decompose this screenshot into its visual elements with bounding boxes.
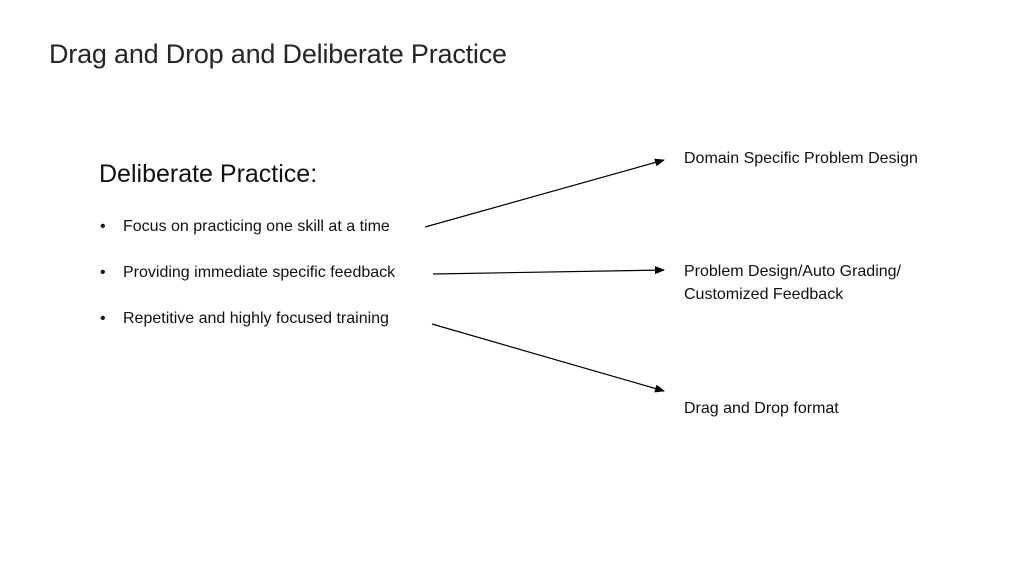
target-line: Customized Feedback <box>684 286 844 303</box>
bullet-item: • Providing immediate specific feedback <box>100 264 395 282</box>
bullet-icon: • <box>100 310 106 327</box>
bullet-icon: • <box>100 264 106 281</box>
arrow-1 <box>424 158 665 228</box>
bullet-icon: • <box>100 218 106 235</box>
bullet-text: Providing immediate specific feedback <box>123 264 396 281</box>
bullet-item: • Focus on practicing one skill at a time <box>100 218 390 236</box>
slide-title: Drag and Drop and Deliberate Practice <box>49 39 507 69</box>
target-label: Domain Specific Problem Design <box>684 147 918 170</box>
arrow-2 <box>432 266 665 275</box>
target-label: Drag and Drop format <box>684 397 839 420</box>
section-heading: Deliberate Practice: <box>99 160 318 188</box>
target-label: Problem Design/Auto Grading/ Customized … <box>684 260 901 306</box>
target-line: Domain Specific Problem Design <box>684 150 918 167</box>
bullet-item: • Repetitive and highly focused training <box>100 310 389 328</box>
arrow-3 <box>431 323 665 393</box>
bullet-text: Repetitive and highly focused training <box>123 310 389 327</box>
target-line: Problem Design/Auto Grading/ <box>684 263 901 280</box>
target-line: Drag and Drop format <box>684 400 839 417</box>
bullet-text: Focus on practicing one skill at a time <box>123 218 390 235</box>
